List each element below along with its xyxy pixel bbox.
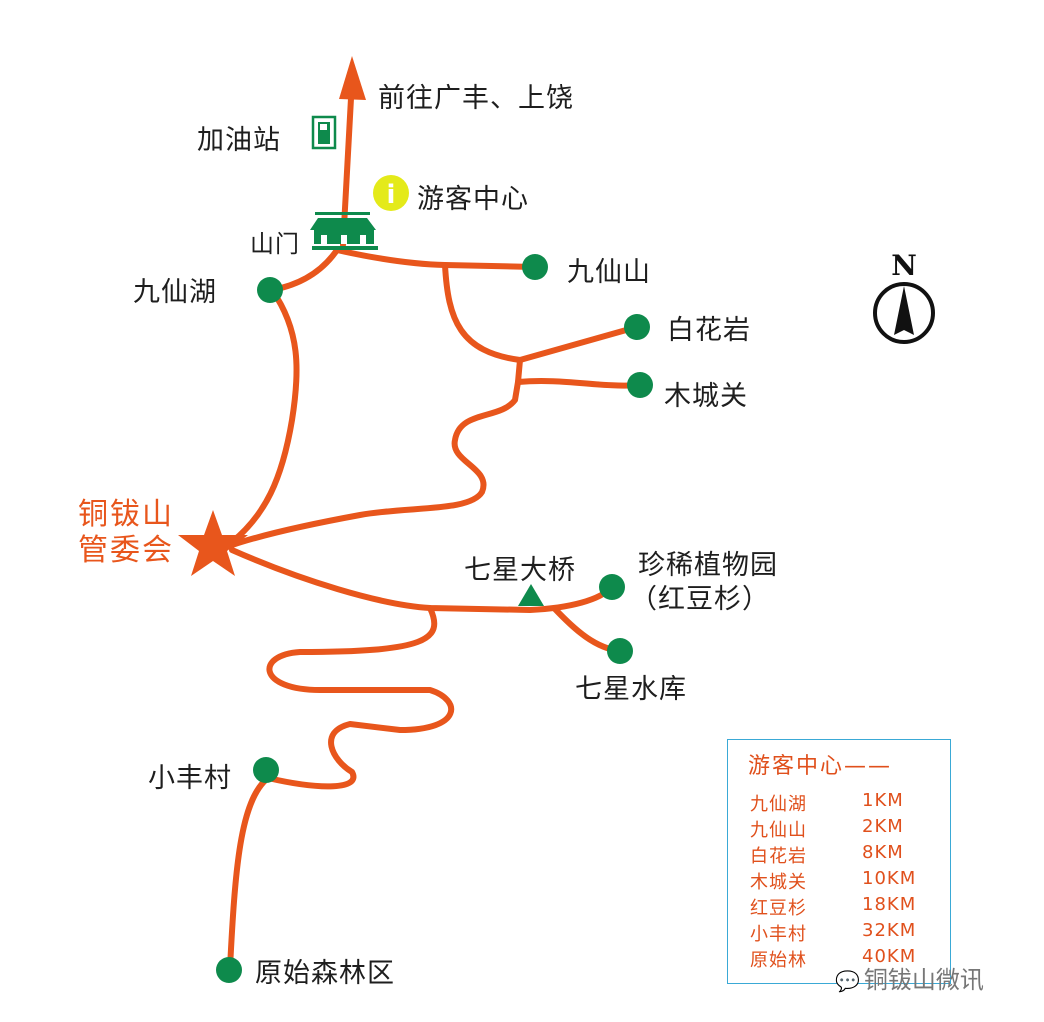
watermark: 💬铜钹山微讯 xyxy=(835,960,984,995)
gate-icon xyxy=(310,212,378,250)
wechat-icon: 💬 xyxy=(835,969,860,993)
poi-baihuayan[interactable] xyxy=(624,314,650,340)
poi-rare-garden[interactable] xyxy=(599,574,625,600)
label-qixing-reservoir: 七星水库 xyxy=(575,674,687,705)
legend-name: 小丰村 xyxy=(750,924,807,945)
label-qixing-bridge: 七星大桥 xyxy=(464,555,576,586)
legend-distance: 32KM xyxy=(862,920,917,941)
label-gate: 山门 xyxy=(250,230,300,258)
route-wiggle-hq xyxy=(229,379,521,548)
poi-jiuxianshan[interactable] xyxy=(522,254,548,280)
label-hq-line1: 铜钹山 xyxy=(78,497,174,532)
legend-distance: 8KM xyxy=(862,842,904,863)
legend-row: 小丰村 32KM xyxy=(750,920,915,946)
distance-legend: 游客中心—— 九仙湖 1KM 九仙山 2KM 白花岩 8KM 木城关 10KM 红豆杉 1… xyxy=(727,739,951,984)
route-jiuxianhu-hq xyxy=(229,287,300,545)
label-xiaofeng: 小丰村 xyxy=(148,763,232,794)
legend-name: 白花岩 xyxy=(750,846,807,867)
label-rare-garden-line2: （红豆杉） xyxy=(630,584,770,615)
watermark-text: 铜钹山微讯 xyxy=(863,966,984,994)
label-baihuayan: 白花岩 xyxy=(667,315,751,346)
label-hq-line2: 管委会 xyxy=(78,533,174,568)
legend-row: 木城关 10KM xyxy=(750,868,915,894)
legend-distance: 1KM xyxy=(862,790,904,811)
label-north-exit: 前往广丰、上饶 xyxy=(378,83,574,114)
legend-name: 九仙山 xyxy=(750,820,807,841)
north-arrowhead-icon xyxy=(339,56,366,100)
label-primeval-forest: 原始森林区 xyxy=(255,958,395,989)
legend-name: 红豆杉 xyxy=(750,898,807,919)
svg-text:N: N xyxy=(891,249,917,282)
legend-distance: 10KM xyxy=(862,868,917,889)
legend-distance: 18KM xyxy=(862,894,917,915)
compass-icon: N xyxy=(873,249,935,344)
legend-row: 九仙山 2KM xyxy=(750,816,903,842)
legend-row: 原始林 40KM xyxy=(750,946,915,972)
label-rare-garden-line1: 珍稀植物园 xyxy=(638,550,778,581)
label-visitor-center: 游客中心 xyxy=(417,184,529,215)
hq-star-icon[interactable] xyxy=(178,510,248,576)
bridge-triangle-icon xyxy=(518,584,544,606)
legend-name: 原始林 xyxy=(750,950,807,971)
legend-distance: 2KM xyxy=(862,816,904,837)
gas-station-icon xyxy=(311,115,337,150)
route-muchengguan xyxy=(515,357,643,389)
legend-row: 九仙湖 1KM xyxy=(750,790,903,816)
legend-row: 白花岩 8KM xyxy=(750,842,903,868)
info-icon: i xyxy=(373,175,409,211)
svg-text:i: i xyxy=(387,180,396,210)
route-south-wiggle xyxy=(227,605,455,971)
poi-jiuxianhu[interactable] xyxy=(257,277,283,303)
label-gas-station: 加油站 xyxy=(197,125,281,156)
legend-name: 九仙湖 xyxy=(750,794,807,815)
legend-distance: 40KM xyxy=(862,946,917,967)
route-baihuayan xyxy=(442,262,640,363)
label-jiuxianhu: 九仙湖 xyxy=(133,277,217,308)
route-hq-garden xyxy=(229,547,615,613)
poi-xiaofeng[interactable] xyxy=(253,757,279,783)
legend-name: 木城关 xyxy=(750,872,807,893)
legend-row: 红豆杉 18KM xyxy=(750,894,915,920)
poi-qixing-reservoir[interactable] xyxy=(607,638,633,664)
poi-muchengguan[interactable] xyxy=(627,372,653,398)
label-jiuxianshan: 九仙山 xyxy=(567,257,651,288)
label-hq: 铜钹山 管委会 xyxy=(78,497,174,569)
legend-title: 游客中心—— xyxy=(748,754,893,779)
label-muchengguan: 木城关 xyxy=(664,381,748,412)
route-gate-jiuxianshan xyxy=(334,247,538,270)
poi-primeval-forest[interactable] xyxy=(216,957,242,983)
route-north-exit xyxy=(340,77,355,248)
